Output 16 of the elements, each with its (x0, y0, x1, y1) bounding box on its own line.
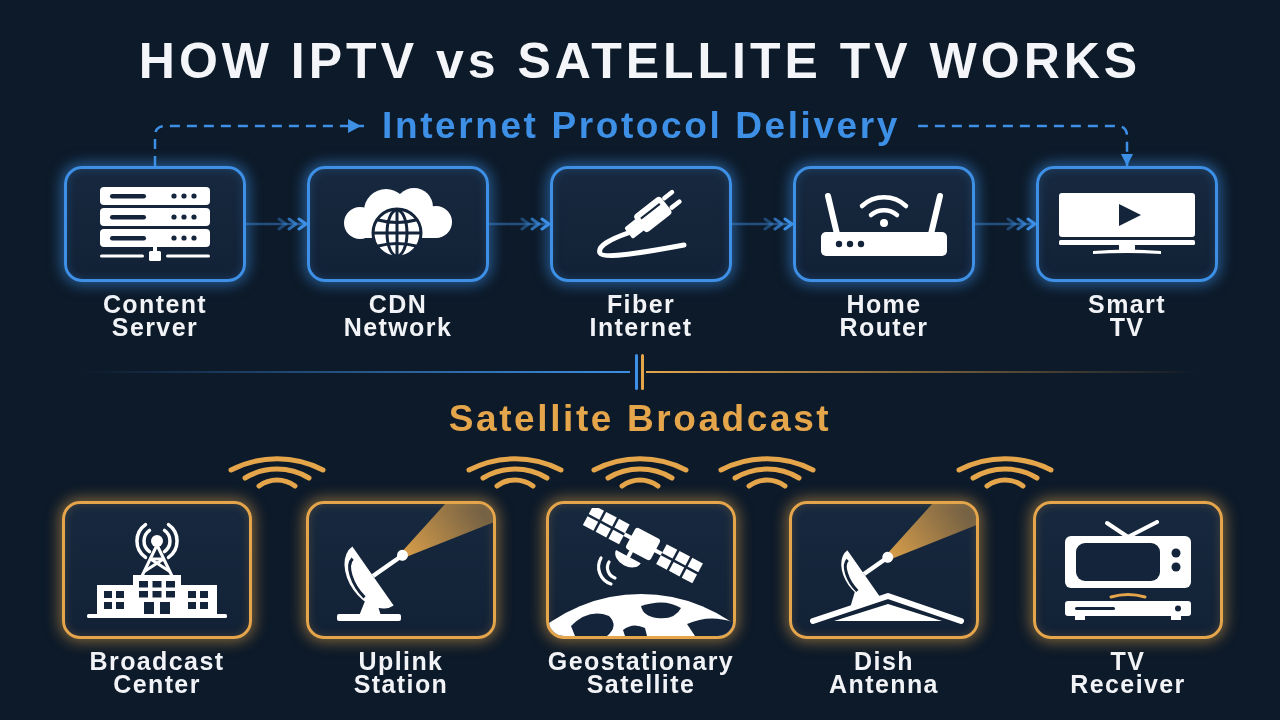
node-label: Dish Antenna (829, 650, 939, 696)
node-label: Smart TV (1088, 293, 1166, 339)
chevron-arrow (489, 217, 551, 231)
section-heading: Satellite Broadcast (448, 397, 832, 441)
node-label: Content Server (102, 293, 208, 339)
node-label: Fiber Internet (589, 293, 693, 339)
node-label: Geostationary Satellite (547, 650, 735, 696)
node-label: Broadcast Center (89, 650, 225, 696)
chevron-arrow (732, 217, 794, 231)
node-label: TV Receiver (1070, 650, 1186, 696)
node-label: Home Router (839, 293, 929, 339)
diagram-title: HOW IPTV vs SATELLITE TV WORKS (138, 34, 1142, 89)
chevron-arrow (975, 217, 1037, 231)
node-label: CDN Network (343, 293, 453, 339)
node-label: Uplink Station (353, 650, 449, 696)
chevron-arrow (246, 217, 308, 231)
